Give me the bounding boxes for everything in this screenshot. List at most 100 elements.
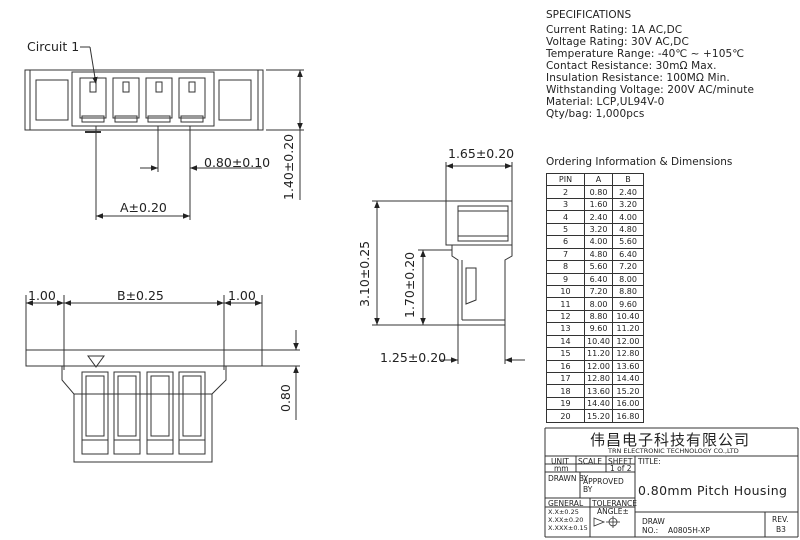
spec-line: Withstanding Voltage: 200V AC/minute — [546, 84, 755, 96]
drawing-title: 0.80mm Pitch Housing — [638, 483, 788, 498]
cell-pin: 19 — [546, 396, 585, 411]
right-margin-label: 1.00 — [228, 288, 256, 303]
cell-pin: 16 — [546, 359, 585, 374]
tolerance-one: X.X±0.25 — [548, 508, 579, 516]
column-header-b: B — [612, 172, 644, 187]
cell-pin: 9 — [546, 272, 585, 286]
cell-b: 4.00 — [612, 210, 644, 224]
cell-pin: 11 — [546, 297, 585, 311]
depth-dimension-label: 0.80 — [278, 384, 293, 412]
cell-a: 5.60 — [584, 260, 613, 274]
column-header-pin: PIN — [546, 172, 585, 187]
cell-pin: 2 — [546, 185, 585, 199]
cell-b: 8.80 — [612, 284, 644, 299]
b-dimension-label: B±0.25 — [117, 288, 164, 303]
specifications-heading: SPECIFICATIONS — [546, 9, 632, 21]
cell-a: 6.40 — [584, 272, 613, 286]
cell-pin: 13 — [546, 322, 585, 336]
circuit-label: Circuit 1 — [27, 39, 80, 54]
title-label: TITLE: — [638, 457, 661, 466]
cell-b: 11.20 — [612, 322, 644, 336]
tolerance-two: X.XX±0.20 — [548, 516, 584, 524]
rev-value: B3 — [776, 525, 786, 534]
tolerance-three: X.XXX±0.15 — [548, 524, 588, 532]
cell-pin: 8 — [546, 260, 585, 274]
spec-line: Material: LCP,UL94V-0 — [546, 96, 665, 108]
cell-b: 4.80 — [612, 222, 644, 237]
spec-line: Current Rating: 1A AC,DC — [546, 24, 683, 36]
cell-b: 12.00 — [612, 334, 644, 349]
spec-line: Temperature Range: -40℃ ~ +105℃ — [546, 48, 745, 60]
company-name-en: TRN ELECTRONIC TECHNOLOGY CO.,LTD — [608, 447, 739, 455]
table-header-row: PIN A B — [546, 172, 644, 187]
cell-a: 11.20 — [584, 347, 613, 361]
cell-pin: 6 — [546, 235, 585, 249]
general-label: GENERAL — [548, 499, 584, 508]
ordering-heading: Ordering Information & Dimensions — [546, 156, 733, 168]
title-block-frame — [544, 427, 799, 538]
cell-b: 13.60 — [612, 359, 644, 374]
cell-b: 9.60 — [612, 297, 644, 311]
front-view — [25, 295, 300, 463]
side-view — [372, 162, 525, 364]
cell-a: 9.60 — [584, 322, 613, 336]
cell-b: 16.00 — [612, 396, 644, 411]
cell-pin: 7 — [546, 247, 585, 262]
cell-pin: 5 — [546, 222, 585, 237]
cell-pin: 3 — [546, 197, 585, 212]
no-label: NO.: — [642, 526, 659, 535]
angle-label: ANGLE± — [597, 507, 629, 516]
cell-b: 10.40 — [612, 309, 644, 324]
a-dimension-label: A±0.20 — [120, 200, 167, 215]
spec-line: Contact Resistance: 30mΩ Max. — [546, 60, 717, 72]
cell-b: 15.20 — [612, 384, 644, 398]
angle-symbol — [593, 516, 620, 528]
cell-pin: 15 — [546, 347, 585, 361]
cell-b: 5.60 — [612, 235, 644, 249]
company-name-cn: 伟昌电子科技有限公司 — [590, 431, 751, 449]
spec-line: Voltage Rating: 30V AC,DC — [546, 36, 689, 48]
inner-height-label: 1.70±0.20 — [402, 251, 417, 318]
cell-b: 6.40 — [612, 247, 644, 262]
sheet-value: 1 of 2 — [610, 464, 632, 473]
sheet-label: SHEET — [608, 457, 633, 466]
cell-pin: 17 — [546, 371, 585, 386]
cell-pin: 20 — [546, 409, 585, 423]
cell-a: 3.20 — [584, 222, 613, 237]
cell-a: 4.00 — [584, 235, 613, 249]
drawing-number: A0805H-XP — [668, 526, 710, 535]
cell-a: 8.80 — [584, 309, 613, 324]
cell-a: 1.60 — [584, 197, 613, 212]
cell-pin: 12 — [546, 309, 585, 324]
side-height-label: 3.10±0.25 — [357, 240, 372, 307]
cell-a: 12.00 — [584, 359, 613, 374]
cell-a: 14.40 — [584, 396, 613, 411]
cell-pin: 10 — [546, 284, 585, 299]
rev-label: REV. — [772, 515, 789, 524]
cell-b: 3.20 — [612, 197, 644, 212]
bottom-width-label: 1.25±0.20 — [380, 350, 447, 365]
cell-a: 7.20 — [584, 284, 613, 299]
cell-b: 2.40 — [612, 185, 644, 199]
cell-a: 2.40 — [584, 210, 613, 224]
top-view — [24, 46, 304, 220]
top-width-label: 1.65±0.20 — [448, 146, 515, 161]
cell-a: 0.80 — [584, 185, 613, 199]
tolerance-label: TOLERANCE — [592, 499, 638, 508]
scale-label: SCALE — [578, 457, 603, 466]
spec-line: Insulation Resistance: 100MΩ Min. — [546, 72, 730, 84]
cell-pin: 18 — [546, 384, 585, 398]
